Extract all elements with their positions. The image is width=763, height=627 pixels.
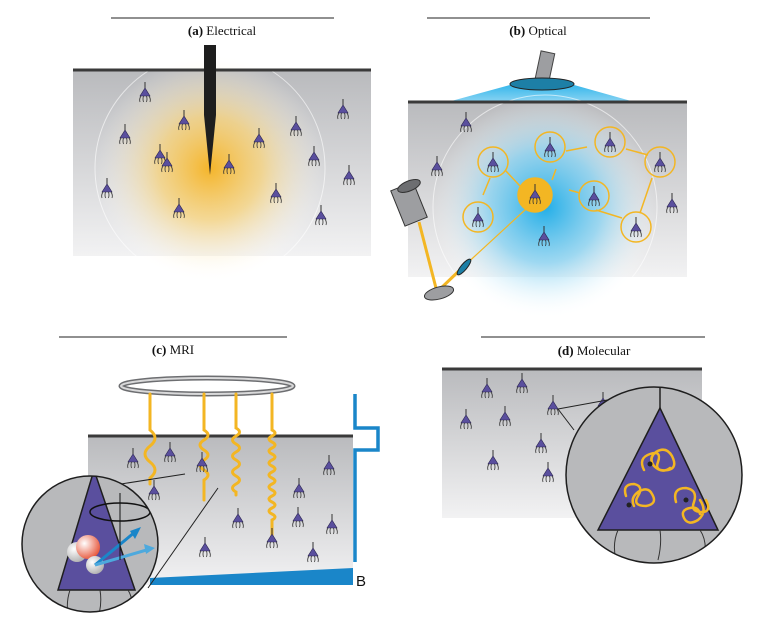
- panel-title: (c) MRI: [152, 342, 194, 357]
- tube-lens: [456, 258, 472, 276]
- dna-strands: [623, 448, 710, 524]
- mirror: [423, 285, 455, 301]
- field-profile: [353, 394, 380, 562]
- panel-a-electrical: (a) Electrical: [73, 17, 371, 284]
- molecule-dot: [647, 461, 653, 467]
- molecule-dot: [626, 502, 632, 508]
- mri-signal-waves: [143, 392, 277, 537]
- light-source: [534, 50, 556, 82]
- panel-title: (d) Molecular: [558, 343, 631, 358]
- zoom-line: [147, 487, 219, 589]
- panel-title: (b) Optical: [509, 23, 567, 38]
- rf-coil: [118, 375, 296, 397]
- panel-c-mri: (c) MRI B: [21, 336, 380, 613]
- panel-title: (a) Electrical: [188, 23, 257, 38]
- field-label: B: [356, 573, 366, 590]
- zoom-line: [120, 473, 186, 485]
- oxygen-atom: [76, 535, 100, 559]
- molecule-dot: [683, 497, 689, 503]
- zoom-inset: [21, 475, 159, 613]
- panel-b-optical: (b) Optical: [390, 17, 687, 320]
- electrode: [204, 45, 216, 175]
- objective-lens: [509, 77, 575, 91]
- spin-vector: [94, 530, 136, 567]
- panel-d-molecular: (d) Molecular: [442, 336, 743, 564]
- zoom-line: [557, 408, 575, 431]
- light-cone: [444, 83, 638, 103]
- field-gradient-wedge: [150, 568, 353, 585]
- zoom-inset: [565, 386, 743, 564]
